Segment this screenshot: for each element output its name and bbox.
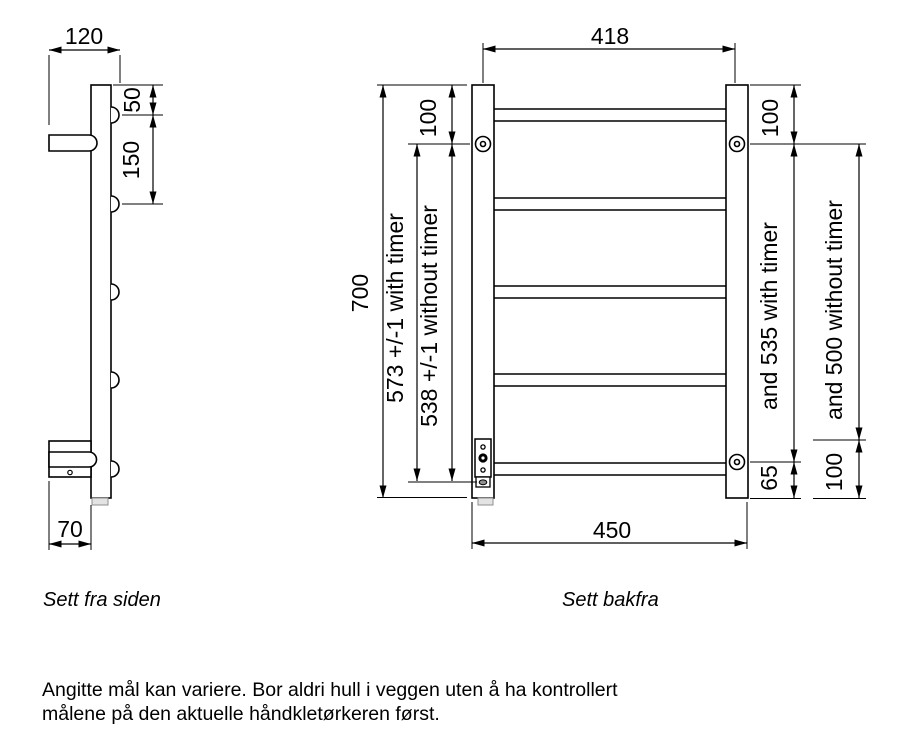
back-view-caption: Sett bakfra (562, 589, 659, 611)
dimension-label: 65 (756, 465, 782, 491)
dimension-label: 50 (119, 87, 145, 113)
dim-total-height-700: 700 (347, 85, 387, 498)
dim-left-top-100: 100 (415, 85, 456, 144)
upper-wall-bracket (48, 134, 98, 152)
mounting-screw-icon (728, 135, 746, 153)
dim-100-bottom-outer: 100 (821, 440, 863, 498)
dimension-label: 70 (57, 516, 83, 542)
timer-knob-icon (478, 453, 488, 463)
dimension-label: 538 +/-1 without timer (416, 205, 442, 427)
dim-65-bottom: 65 (756, 462, 798, 498)
timer-led-icon (480, 467, 486, 473)
dim-top-offset-50: 50 (113, 84, 163, 116)
dimension-label: 100 (821, 453, 847, 491)
dim-total-width-450: 450 (471, 502, 748, 549)
dim-535-with-timer: and 535 with timer (756, 144, 798, 462)
timer-unit (474, 438, 492, 488)
side-rung-end (110, 371, 120, 389)
cable-gland-icon (478, 479, 488, 486)
side-rung-end (110, 283, 120, 301)
footnote: Angitte mål kan variere. Bor aldri hull … (42, 679, 618, 725)
side-rung-end (110, 106, 120, 124)
dim-rung-spacing-150: 150 (118, 115, 163, 205)
dim-depth-120: 120 (48, 23, 121, 125)
housing-screw-dot (67, 469, 73, 476)
dimension-label: 573 +/-1 with timer (382, 213, 408, 403)
dim-573-with-timer: 573 +/-1 with timer (382, 144, 421, 481)
side-rung-end (110, 460, 120, 478)
dim-right-top-100: 100 (757, 85, 798, 144)
right-rail-post (725, 84, 749, 499)
dim-box-depth-70: 70 (48, 481, 92, 550)
back-foot (477, 497, 494, 506)
dimension-label: 700 (347, 274, 373, 312)
dim-500-without-timer: and 500 without timer (821, 144, 863, 440)
mounting-screw-icon (728, 453, 746, 471)
side-view-caption: Sett fra siden (43, 589, 161, 611)
side-view: 120 50 150 70 Sett fra siden (43, 23, 163, 611)
dimension-label: and 500 without timer (821, 200, 847, 420)
footnote-line: Angitte mål kan variere. Bor aldri hull … (42, 679, 618, 701)
dimension-label: and 535 with timer (756, 222, 782, 410)
side-foot (91, 497, 109, 506)
timer-led-icon (480, 444, 486, 450)
dimension-label: 418 (591, 23, 629, 49)
towel-rung (494, 108, 726, 122)
towel-rung (494, 373, 726, 387)
dimension-label: 450 (593, 517, 631, 543)
dim-screw-span-418: 418 (482, 23, 736, 83)
side-rung-end (110, 195, 120, 213)
towel-rung (494, 285, 726, 299)
dimension-label: 100 (415, 99, 441, 137)
towel-rung (494, 197, 726, 211)
towel-rung (494, 462, 726, 476)
lower-wall-bracket (48, 451, 98, 468)
dimension-label: 120 (65, 23, 103, 49)
dimension-label: 100 (757, 99, 783, 137)
dim-538-without-timer: 538 +/-1 without timer (416, 144, 456, 481)
dimension-label: 150 (118, 141, 144, 179)
mounting-screw-icon (474, 135, 492, 153)
back-view: 418 700 100 573 +/-1 with timer 538 +/-1… (347, 23, 866, 611)
footnote-line: målene på den aktuelle håndkletørkeren f… (42, 703, 440, 725)
